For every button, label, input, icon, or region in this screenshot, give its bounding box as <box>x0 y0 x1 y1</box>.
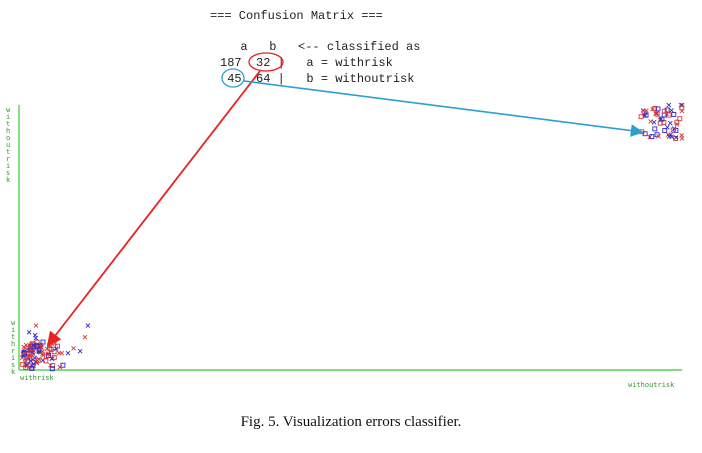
plot-marker <box>36 356 42 362</box>
plot-marker <box>82 334 88 340</box>
x-axis-label-left: withrisk <box>20 374 55 382</box>
plot-marker <box>20 361 26 367</box>
plot-marker <box>33 335 39 341</box>
plot-marker <box>638 114 644 120</box>
plot-marker <box>65 350 71 356</box>
cluster-withoutrisk <box>638 102 685 141</box>
plot-marker <box>22 360 28 365</box>
plot-marker <box>655 106 661 112</box>
plot-marker <box>29 365 35 371</box>
figure-caption: Fig. 5. Visualization errors classifier. <box>240 414 462 430</box>
highlight-ellipse-32 <box>248 52 284 72</box>
plot-marker <box>23 342 29 348</box>
plot-marker <box>38 342 44 348</box>
plot-marker <box>28 358 34 364</box>
plot-marker <box>77 348 83 354</box>
plot-marker <box>677 116 683 122</box>
plot-marker <box>22 345 28 351</box>
plot-marker <box>664 111 670 116</box>
plot-marker <box>648 119 653 124</box>
plot-marker <box>674 119 680 125</box>
plot-marker <box>654 111 660 117</box>
plot-marker <box>673 127 679 133</box>
plot-marker <box>661 108 667 114</box>
plot-marker <box>652 126 658 132</box>
plot-marker <box>85 323 91 328</box>
plot-marker <box>57 364 63 370</box>
x-axis-label-right: withoutrisk <box>628 381 675 389</box>
confusion-matrix-header: a b <-- classified as <box>226 40 421 54</box>
plot-marker <box>40 352 46 358</box>
confusion-matrix-title: === Confusion Matrix === <box>210 9 383 23</box>
plot-marker <box>39 345 44 350</box>
plot-marker <box>664 107 670 113</box>
blue-arrow <box>243 80 644 137</box>
plot-marker <box>662 128 668 134</box>
plot-marker <box>53 346 59 352</box>
plot-marker <box>48 363 53 368</box>
plot-marker <box>671 112 677 117</box>
plot-marker <box>649 134 655 140</box>
cluster-withrisk <box>19 323 91 372</box>
plot-marker <box>51 354 57 360</box>
plot-marker <box>25 351 31 357</box>
plot-marker <box>44 346 50 352</box>
plot-marker <box>71 345 76 351</box>
plot-marker <box>26 329 32 335</box>
plot-marker <box>40 339 46 345</box>
plot-marker <box>666 102 672 108</box>
plot-marker <box>60 362 66 368</box>
plot-marker <box>669 134 674 139</box>
plot-marker <box>21 353 26 358</box>
plot-marker <box>666 112 672 118</box>
plot-marker <box>656 133 661 139</box>
plot-marker <box>33 323 39 328</box>
plot-marker <box>673 135 679 140</box>
plot-marker <box>658 116 664 122</box>
plot-marker <box>667 120 673 126</box>
plot-marker <box>679 136 685 141</box>
plot-marker <box>31 342 36 348</box>
plot-marker <box>670 127 676 133</box>
plot-marker <box>669 108 674 113</box>
plot-marker <box>20 351 26 357</box>
plot-marker <box>31 361 36 367</box>
plot-marker <box>40 351 45 357</box>
plot-marker <box>643 112 649 118</box>
plot-marker <box>679 108 685 114</box>
highlight-ellipse-45 <box>221 68 245 88</box>
plot-marker <box>28 353 33 359</box>
plot-marker <box>659 116 665 122</box>
plot-marker <box>679 105 685 111</box>
plot-marker <box>651 120 657 125</box>
plot-marker <box>51 349 57 355</box>
plot-marker <box>29 343 35 349</box>
plot-marker <box>49 356 55 361</box>
plot-marker <box>650 106 655 112</box>
plot-marker <box>43 358 49 364</box>
plot-marker <box>25 358 31 364</box>
red-arrow <box>46 70 261 347</box>
plot-marker <box>59 350 65 356</box>
plot-marker <box>654 132 660 138</box>
plot-marker <box>34 360 40 366</box>
confusion-matrix-row-a: 187 32 | a = withrisk <box>220 56 393 70</box>
